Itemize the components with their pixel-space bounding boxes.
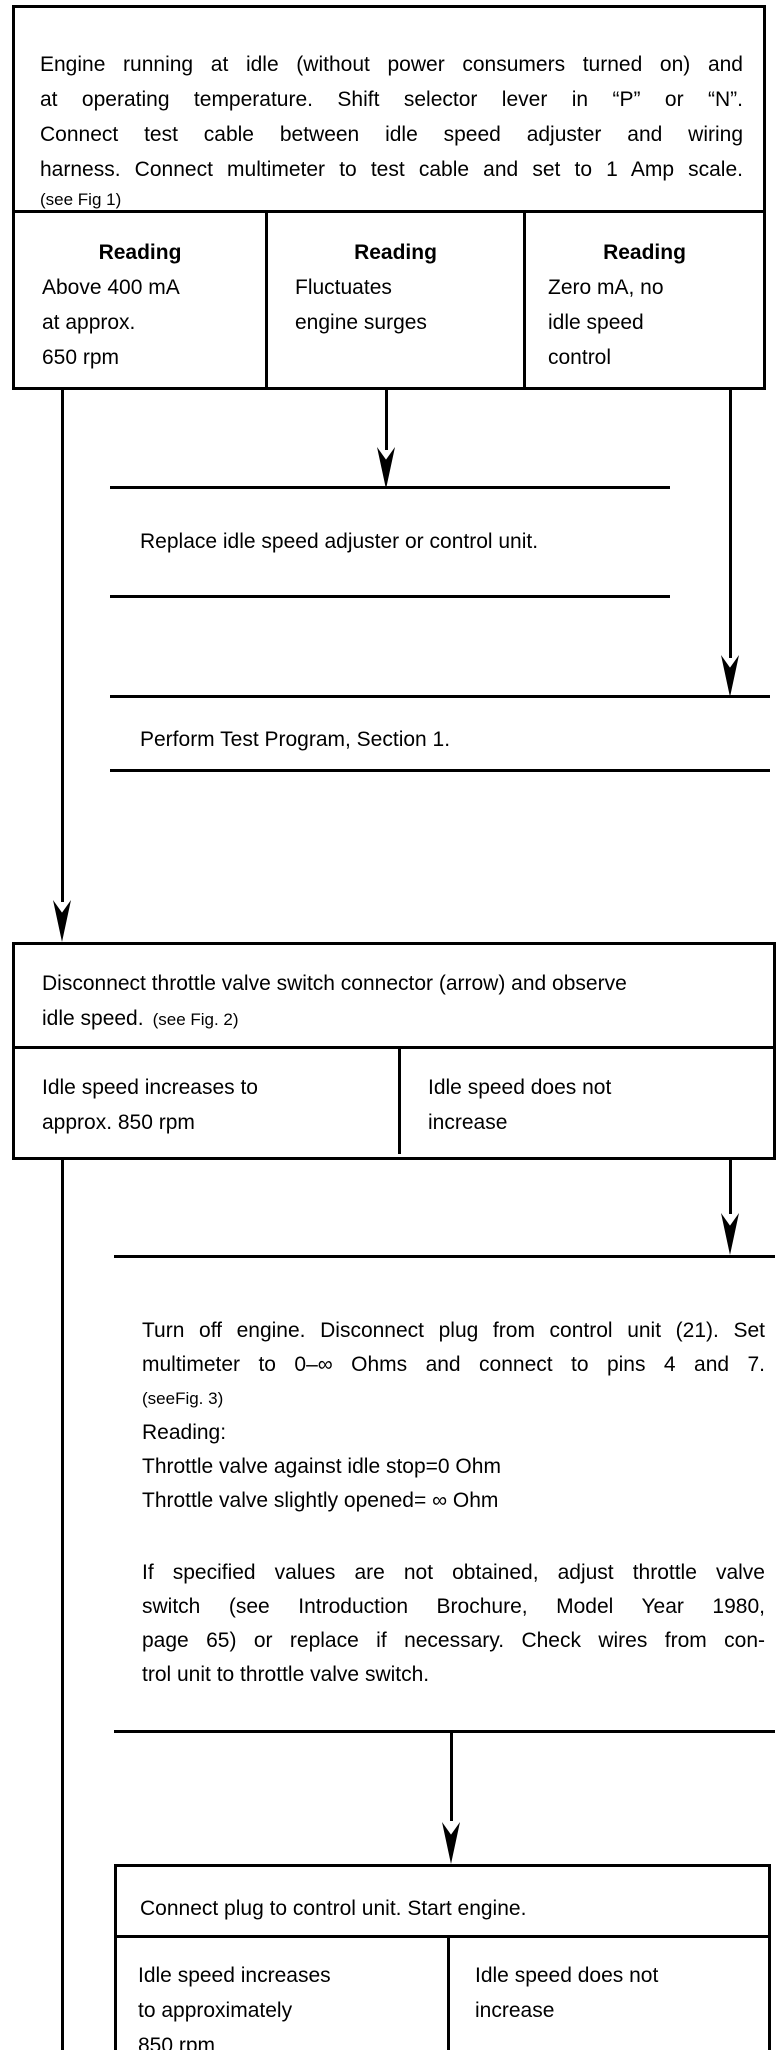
step3-bottom-rule	[114, 1730, 775, 1733]
flow-line-left	[61, 390, 64, 902]
reading-cell-right: Reading Zero mA, no idle speed control	[526, 213, 763, 387]
step1-readings-row: Reading Above 400 mA at approx. 650 rpm …	[12, 213, 766, 390]
reading-line: Zero mA, no	[548, 276, 664, 299]
step4-instruction-text: Connect plug to control unit. Start engi…	[117, 1867, 768, 1938]
outcome-cell-left: Idle speed increases to approximately 85…	[117, 1938, 450, 2050]
outcome-cell-left: Idle speed increases to approx. 850 rpm	[15, 1049, 401, 1154]
step3-paragraph-line: Turn off engine. Disconnect plug from co…	[142, 1319, 765, 1342]
replace-section-bottom-rule	[110, 595, 670, 598]
test-program-action-text: Perform Test Program, Section 1.	[140, 728, 451, 751]
outcome-line: Idle speed does not	[428, 1076, 612, 1099]
instruction-line: Connect plug to control unit. Start engi…	[140, 1897, 527, 1920]
reading-value-line: Throttle valve against idle stop=0 Ohm	[142, 1455, 501, 1478]
reading-line: control	[548, 346, 612, 369]
flow-line-middle-2	[450, 1733, 453, 1821]
step3-paragraph-line: If specified values are not obtained, ad…	[142, 1561, 765, 1584]
reading-cell-middle: Reading Fluctuates engine surges	[268, 213, 526, 387]
arrowhead-left-down-icon	[53, 900, 71, 942]
reading-header: Reading	[354, 241, 437, 264]
instruction-line: harness. Connect multimeter to test cabl…	[40, 158, 743, 181]
outcome-line: increase	[428, 1111, 508, 1134]
arrowhead-middle2-down-icon	[442, 1822, 460, 1864]
step1-instruction-box: Engine running at idle (without power co…	[12, 5, 766, 213]
arrowhead-middle-down-icon	[377, 447, 395, 489]
instruction-line: Disconnect throttle valve switch connect…	[42, 972, 627, 995]
step3-paragraph-line: switch (see Introduction Brochure, Model…	[142, 1595, 765, 1618]
reading-line: 650 rpm	[42, 346, 120, 369]
reading-line: Fluctuates	[295, 276, 392, 299]
reading-line: engine surges	[295, 311, 427, 334]
step3-top-rule	[114, 1255, 775, 1258]
reading-cell-left: Reading Above 400 mA at approx. 650 rpm	[15, 213, 268, 387]
replace-action-text: Replace idle speed adjuster or control u…	[140, 530, 539, 553]
reading-line: idle speed	[548, 311, 644, 334]
outcome-line: 850 rpm	[138, 2034, 216, 2050]
outcome-line: increase	[475, 1999, 555, 2022]
outcome-cell-right: Idle speed does not increase	[401, 1049, 773, 1154]
arrowhead-right2-down-icon	[721, 1213, 739, 1255]
outcome-line: Idle speed increases to	[42, 1076, 258, 1099]
outcome-line: approx. 850 rpm	[42, 1111, 195, 1134]
step2-instruction-box: Disconnect throttle valve switch connect…	[12, 942, 776, 1160]
reading-header: Reading	[603, 241, 686, 264]
outcome-line: Idle speed does not	[475, 1964, 659, 1987]
flow-line-middle	[385, 390, 388, 450]
outcome-line: Idle speed increases	[138, 1964, 331, 1987]
step3-paragraph-line: multimeter to 0–∞ Ohms and connect to pi…	[142, 1353, 765, 1376]
flow-line-right-2	[729, 1160, 732, 1214]
step2-outcomes-row: Idle speed increases to approx. 850 rpm …	[15, 1049, 773, 1154]
step3-paragraph-line: trol unit to throttle valve switch.	[142, 1663, 430, 1686]
reading-line: Above 400 mA	[42, 276, 180, 299]
step4-instruction-box: Connect plug to control unit. Start engi…	[114, 1864, 771, 2050]
reading-header: Reading	[98, 241, 182, 264]
step3-paragraph-line: page 65) or replace if necessary. Check …	[142, 1629, 765, 1652]
reading-line: at approx.	[42, 311, 136, 334]
reading-value-line: Throttle valve slightly opened= ∞ Ohm	[142, 1489, 499, 1512]
outcome-line: to approximately	[138, 1999, 293, 2022]
test-program-bottom-rule	[110, 769, 770, 772]
figure-note: (see Fig 1)	[40, 190, 122, 209]
test-program-top-rule	[110, 695, 770, 698]
flow-line-right	[729, 390, 732, 658]
step1-instruction-text: Engine running at idle (without power co…	[15, 8, 763, 213]
arrowhead-right-down-icon	[721, 655, 739, 697]
step2-instruction-text: Disconnect throttle valve switch connect…	[15, 945, 773, 1049]
step4-outcomes-row: Idle speed increases to approximately 85…	[117, 1938, 768, 2050]
figure-note: (seeFig. 3)	[142, 1389, 224, 1408]
instruction-line: Connect test cable between idle speed ad…	[40, 123, 743, 146]
step3-text-block: Turn off engine. Disconnect plug from co…	[142, 1314, 765, 1692]
instruction-line-part: idle speed.	[42, 1007, 144, 1030]
instruction-line: at operating temperature. Shift selector…	[40, 88, 743, 111]
replace-section-top-rule	[110, 486, 670, 489]
instruction-line: idle speed. (see Fig. 2)	[42, 1001, 753, 1037]
flow-line-left-long	[61, 1160, 64, 2050]
figure-note: (see Fig. 2)	[152, 1010, 239, 1029]
reading-label: Reading:	[142, 1421, 227, 1444]
instruction-line: Engine running at idle (without power co…	[40, 53, 743, 76]
outcome-cell-right: Idle speed does not increase	[450, 1938, 768, 2050]
